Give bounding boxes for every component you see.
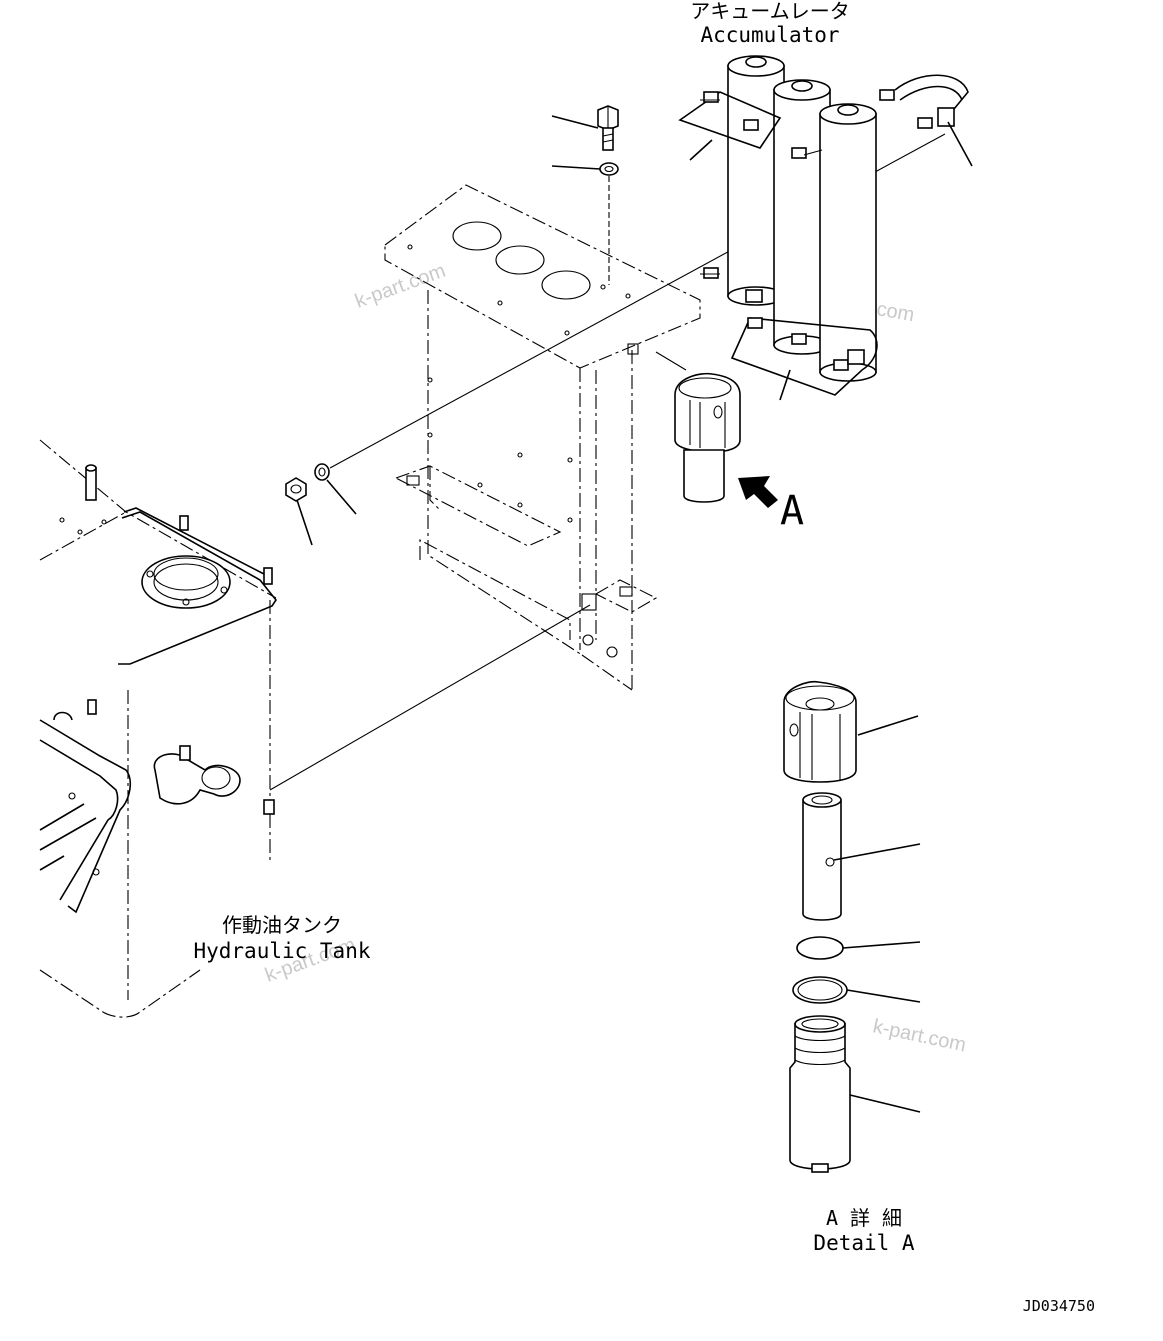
leader-line [296, 499, 313, 546]
leader-line [689, 139, 713, 161]
leader-line [849, 1094, 921, 1113]
hydraulic-tank [39, 439, 591, 1018]
centerline [655, 351, 687, 371]
accumulator-label-en: Accumulator [700, 23, 839, 47]
backup-ring-icon [792, 976, 848, 1004]
leader-line [842, 941, 921, 949]
washer-icon [599, 162, 619, 176]
detail-label-jp: A 詳 細 [826, 1206, 902, 1230]
hydraulic-tank-label-en: Hydraulic Tank [193, 939, 370, 963]
leader-line [857, 715, 919, 736]
leader-line [551, 165, 601, 170]
leader-line [833, 843, 921, 861]
leader-line [779, 369, 791, 401]
watermark: k-part.com [352, 260, 448, 313]
hex-nut-icon [285, 477, 307, 502]
filter-case-icon [683, 449, 725, 503]
watermark: k-part.com [871, 1015, 968, 1056]
view-arrow-icon [738, 476, 778, 508]
leader-line [947, 121, 973, 167]
clamp-band-icon [678, 74, 969, 159]
filter-head-icon [674, 372, 741, 453]
stud-icon [263, 567, 273, 585]
cylinder-icon [819, 103, 877, 382]
filter-element-icon [802, 792, 842, 921]
o-ring-icon [796, 936, 844, 960]
detail-label-en: Detail A [813, 1231, 915, 1255]
clamp-band-icon [700, 267, 878, 396]
view-arrow-label: A [780, 488, 804, 534]
washer-icon [314, 463, 330, 481]
bolt-icon [597, 105, 619, 151]
hydraulic-tank-label-jp: 作動油タンク [222, 913, 342, 937]
mounting-bracket [384, 184, 701, 691]
leader-line [551, 115, 599, 129]
stud-icon [179, 515, 189, 531]
drawing-number: JD034750 [1023, 1297, 1095, 1315]
stud-icon [85, 464, 97, 501]
leader-line [846, 989, 921, 1003]
accumulator-label-jp: アキュームレータ [690, 0, 849, 23]
leader-line [326, 479, 357, 515]
filter-case-icon [789, 1015, 851, 1173]
filter-head-icon [783, 680, 857, 783]
